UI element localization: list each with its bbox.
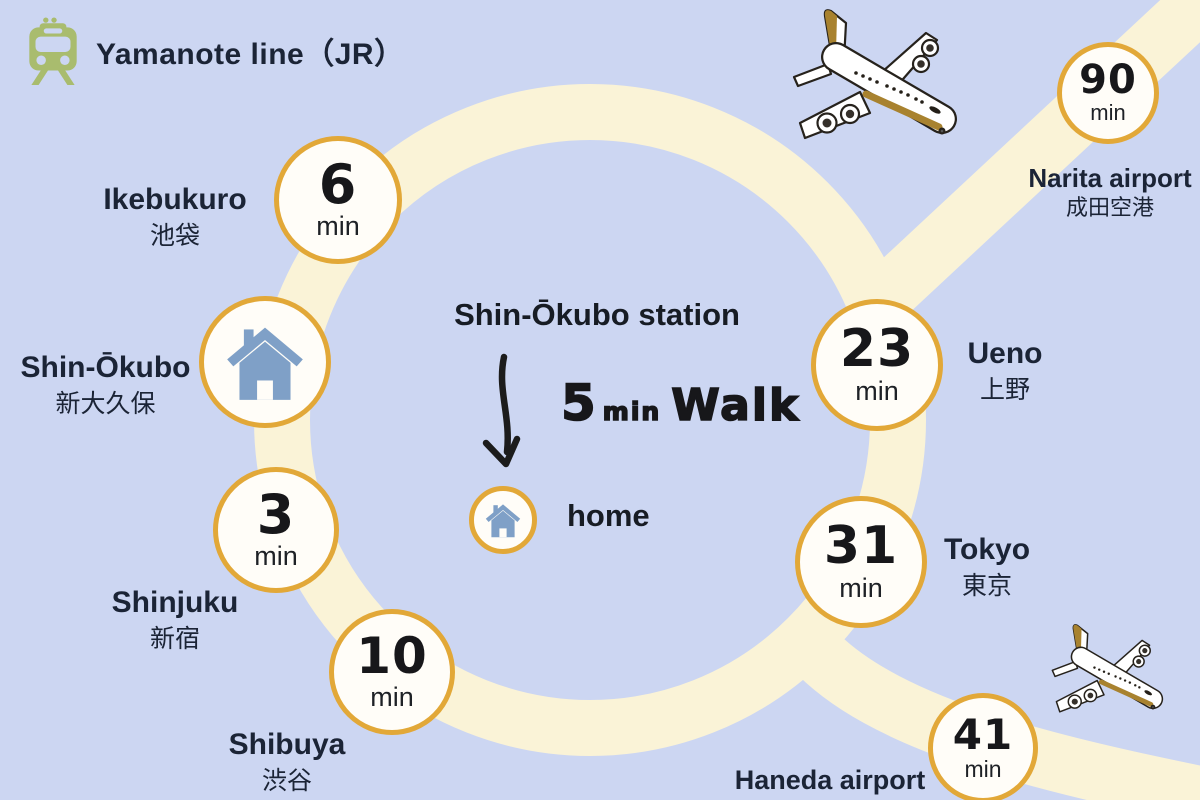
station-label-ueno: Ueno 上野 [967,337,1043,404]
time-badge-shibuya: 10 min [329,609,455,735]
time-badge-shinjuku: 3 min [213,467,339,593]
shinokubo-station-callout: Shin-Ōkubo station [454,297,740,332]
time-badge-tokyo: 31 min [795,496,927,628]
page-title: Yamanote line（JR） [96,38,405,71]
train-icon [29,17,77,85]
walk-time-note: 5 min Walk [560,374,801,432]
home-badge [469,486,537,554]
walk-arrow [482,353,521,468]
station-label-ikebukuro: Ikebukuro 池袋 [103,183,247,250]
time-badge-narita: 90 min [1057,42,1159,144]
time-badge-ikebukuro: 6 min [274,136,402,264]
airplane-icon-small [1052,625,1154,712]
airplane-icon [794,10,944,138]
station-label-haneda: Haneda airport [734,765,926,795]
station-badge-shinokubo [199,296,331,428]
home-label: home [567,498,650,533]
station-label-tokyo: Tokyo 東京 [943,533,1031,600]
narita-branch-line [857,0,1200,324]
station-label-shibuya: Shibuya 渋谷 [228,728,346,795]
station-label-narita: Narita airport 成田空港 [1028,163,1192,220]
station-label-shinokubo: Shin-Ōkubo 新大久保 [20,351,191,418]
title-bar: Yamanote line（JR） [22,16,405,86]
station-label-shinjuku: Shinjuku 新宿 [111,586,239,653]
home-icon [227,327,303,400]
time-badge-ueno: 23 min [811,299,943,431]
time-badge-haneda: 41 min [928,693,1038,800]
home-icon [485,504,521,538]
